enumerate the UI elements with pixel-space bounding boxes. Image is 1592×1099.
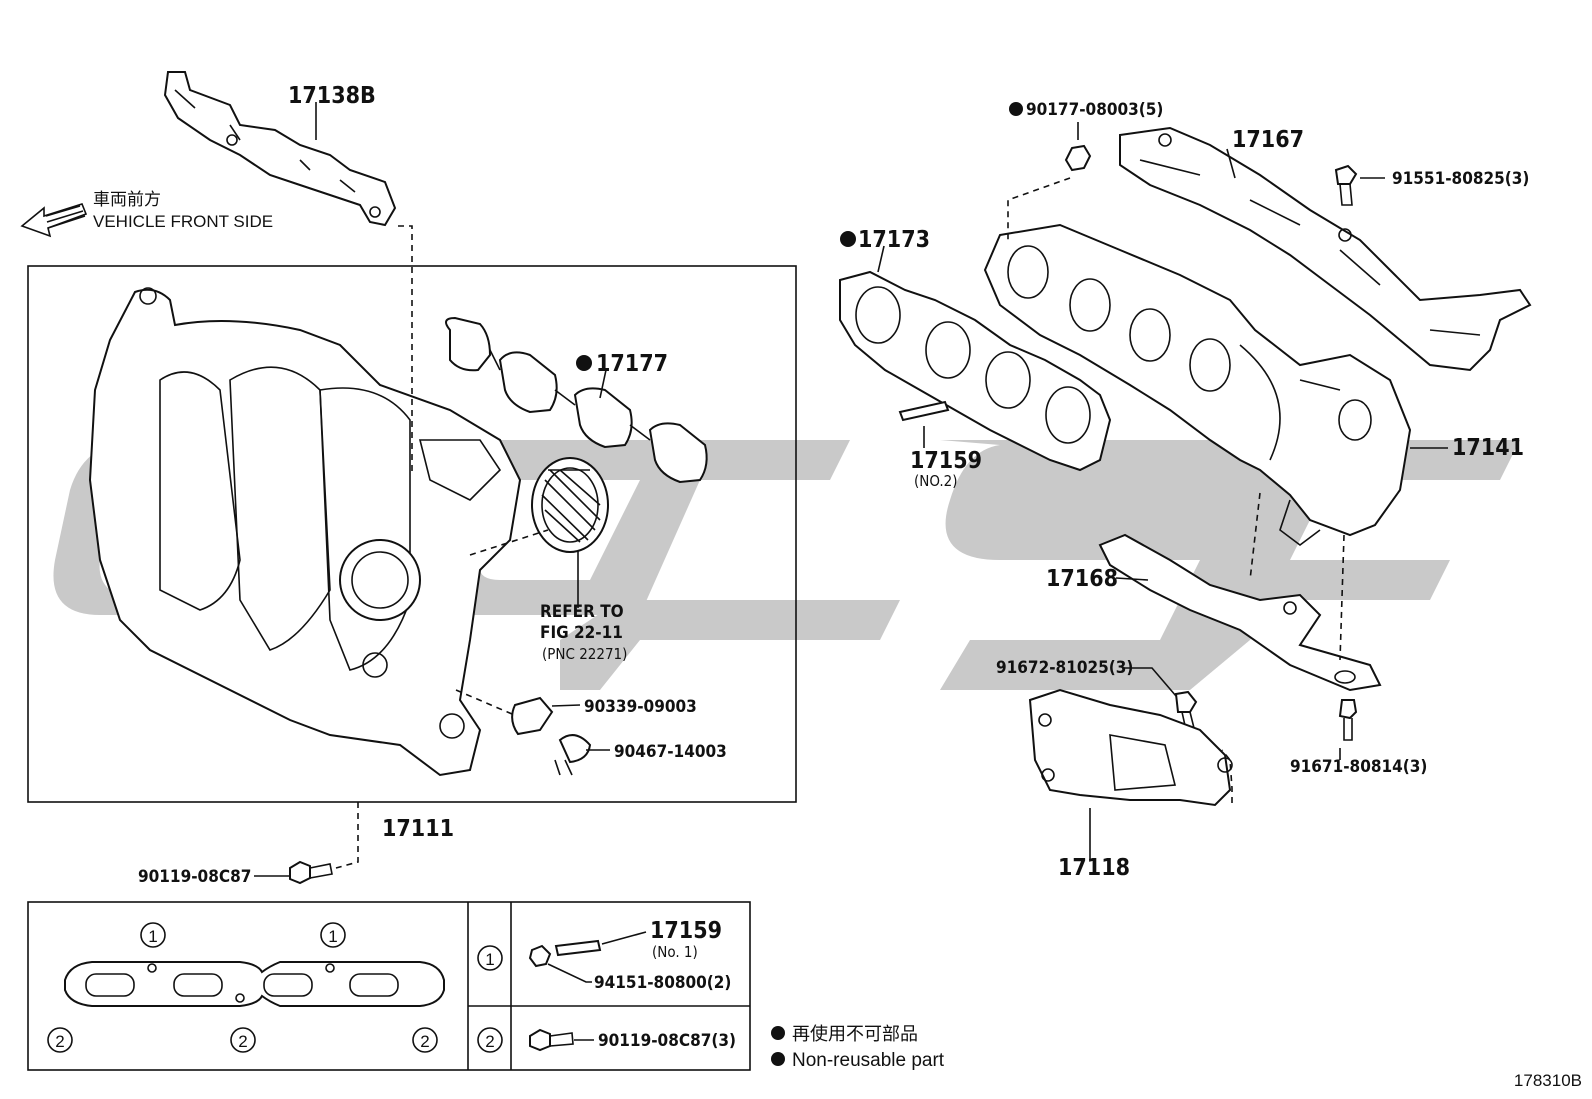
- bolt-91671-drawing: [1338, 699, 1358, 741]
- label-17138b: 17138B: [288, 83, 376, 109]
- non-reusable-bullet-icon: [840, 231, 856, 247]
- inset-marker-2-mid: 2: [230, 1027, 256, 1053]
- label-17173: 17173: [840, 227, 930, 253]
- legend: 再使用不可部品 Non-reusable part: [771, 1024, 945, 1071]
- svg-text:2: 2: [238, 1032, 247, 1051]
- figure-id: 178310B: [1514, 1071, 1582, 1090]
- refer-line-1: REFER TO: [540, 602, 624, 622]
- inset-marker-1-left: 1: [140, 922, 166, 948]
- label-17168: 17168: [1046, 566, 1118, 592]
- inset-marker-2-left: 2: [47, 1027, 73, 1053]
- label-17141: 17141: [1452, 435, 1524, 461]
- nut-94151-drawing: [528, 944, 552, 968]
- svg-text:17173: 17173: [858, 227, 930, 253]
- inset-table: 1 1 2 2 2 1 2 17159 (N: [27, 901, 751, 1071]
- exhaust-manifold-17141-drawing: [983, 223, 1412, 546]
- label-90467: 90467-14003: [614, 742, 727, 762]
- front-label-jp: 車両前方: [93, 190, 161, 210]
- label-17159-no2-sub: (NO.2): [914, 472, 958, 490]
- legend-en: Non-reusable part: [792, 1050, 945, 1071]
- svg-text:17177: 17177: [596, 351, 668, 377]
- svg-text:2: 2: [485, 1032, 494, 1051]
- svg-text:2: 2: [55, 1032, 64, 1051]
- leader-lines: [254, 102, 1448, 877]
- inset-label-17159-no1: 17159: [650, 918, 722, 944]
- non-reusable-bullet-icon: [1009, 102, 1023, 116]
- label-17111: 17111: [382, 816, 454, 842]
- nut-90177-drawing: [1064, 144, 1092, 172]
- label-91672: 91672-81025(3): [996, 658, 1133, 678]
- throttle-gasket-drawing: [531, 457, 609, 553]
- label-17177: 17177: [576, 351, 668, 377]
- bracket-17168-drawing: [1098, 533, 1382, 692]
- inset-label-17159-no1-sub: (No. 1): [652, 943, 698, 961]
- front-arrow-icon: [20, 203, 88, 238]
- gasket-17177-drawing: [445, 316, 708, 484]
- label-17167: 17167: [1232, 127, 1304, 153]
- label-90339: 90339-09003: [584, 697, 697, 717]
- label-90177: 90177-08003(5): [1009, 100, 1163, 120]
- refer-line-2: FIG 22-11: [540, 623, 623, 643]
- label-91551: 91551-80825(3): [1392, 169, 1529, 189]
- label-17159-no2: 17159: [910, 448, 982, 474]
- inset-row-marker-2: 2: [477, 1027, 503, 1053]
- label-17118: 17118: [1058, 855, 1130, 881]
- inset-label-94151: 94151-80800(2): [594, 973, 731, 993]
- svg-text:1: 1: [148, 927, 157, 946]
- insulator-17118-drawing: [1028, 688, 1233, 807]
- insulator-17167-drawing: [1119, 126, 1532, 372]
- bolt-90119-inset-drawing: [529, 1028, 551, 1052]
- non-reusable-bullet-icon: [576, 355, 592, 371]
- svg-text:2: 2: [420, 1032, 429, 1051]
- svg-text:1: 1: [485, 950, 494, 969]
- inset-marker-1-right: 1: [320, 922, 346, 948]
- stud-17159-no1-drawing: [554, 939, 602, 957]
- gasket-17173-drawing: [839, 270, 1112, 472]
- bolt-91672-drawing: [1174, 690, 1198, 731]
- non-reusable-bullet-icon: [771, 1052, 785, 1066]
- front-label-en: VEHICLE FRONT SIDE: [93, 212, 273, 231]
- inset-label-90119-3: 90119-08C87(3): [598, 1031, 736, 1051]
- non-reusable-bullet-icon: [771, 1026, 785, 1040]
- bolt-90119-drawing: [289, 860, 333, 885]
- inset-row-marker-1: 1: [477, 945, 503, 971]
- refer-line-3: (PNC 22271): [542, 645, 627, 663]
- legend-jp: 再使用不可部品: [792, 1024, 918, 1045]
- stud-17159-no2-drawing: [898, 400, 950, 422]
- bolt-91551-drawing: [1334, 164, 1358, 206]
- inset-marker-2-right: 2: [412, 1027, 438, 1053]
- label-90119: 90119-08C87: [138, 867, 251, 887]
- label-91671: 91671-80814(3): [1290, 757, 1427, 777]
- insulator-17138b-drawing: [163, 71, 397, 227]
- svg-text:90177-08003(5): 90177-08003(5): [1026, 100, 1163, 120]
- svg-text:1: 1: [328, 927, 337, 946]
- hose-parts-drawing: [511, 696, 592, 776]
- inset-gasket-drawing: [64, 961, 445, 1007]
- intake-assembly-box: [27, 265, 797, 803]
